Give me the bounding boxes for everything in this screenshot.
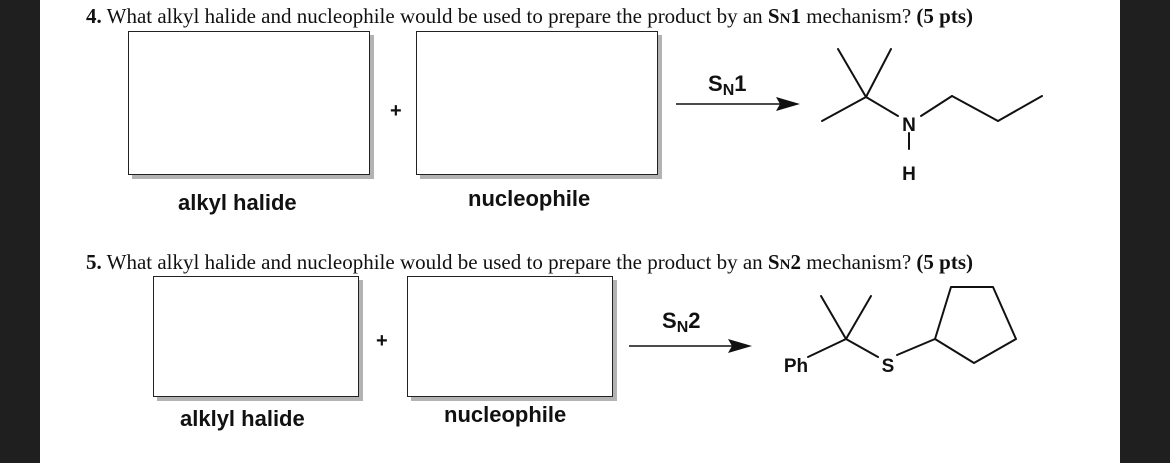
q5-sulfur-atom: S: [882, 356, 895, 377]
q4-arrow-condition: SN1: [708, 71, 747, 99]
question-5-mechanism: SN2: [767, 250, 801, 274]
q5-product-structure: [807, 286, 1017, 364]
q4-alkyl-halide-label: alkyl halide: [178, 190, 297, 215]
q4-nucleophile-label: nucleophile: [468, 186, 591, 211]
question-4-number: 4.: [86, 4, 102, 28]
q5-alkyl-halide-answer-box[interactable]: [153, 276, 359, 397]
q5-nucleophile-label: nucleophile: [444, 402, 567, 427]
q4-nitrogen-atom: N: [902, 115, 916, 136]
question-4-prompt: 4. What alkyl halide and nucleophile wou…: [86, 4, 973, 29]
question-5-number: 5.: [86, 250, 102, 274]
question-4-text-end: mechanism?: [806, 4, 912, 28]
worksheet-page: 4. What alkyl halide and nucleophile wou…: [40, 0, 1120, 463]
q4-hydrogen-atom: H: [902, 164, 916, 185]
question-4-mechanism: SN1: [767, 4, 801, 28]
question-5-prompt: 5. What alkyl halide and nucleophile wou…: [86, 250, 973, 275]
q4-alkyl-halide-answer-box[interactable]: [128, 31, 370, 175]
q5-nucleophile-answer-box[interactable]: [407, 276, 613, 397]
question-5-points: (5 pts): [916, 250, 974, 274]
q5-alkyl-halide-label: alklyl halide: [180, 406, 305, 431]
question-4-text: What alkyl halide and nucleophile would …: [106, 4, 763, 28]
q4-reaction-arrow: SN1: [676, 71, 800, 111]
q5-phenyl-group: Ph: [784, 356, 808, 377]
q5-plus-sign: +: [376, 330, 388, 352]
q4-product-structure: [821, 48, 1043, 150]
question-5-text-end: mechanism?: [806, 250, 912, 274]
q5-reaction-arrow: SN2: [629, 308, 752, 353]
question-4-points: (5 pts): [916, 4, 974, 28]
reaction-drawings: SN1 N H SN2 Ph: [629, 48, 1043, 377]
q5-arrow-condition: SN2: [662, 308, 701, 336]
q4-plus-sign: +: [390, 100, 402, 122]
q4-nucleophile-answer-box[interactable]: [416, 31, 658, 175]
question-5-text: What alkyl halide and nucleophile would …: [106, 250, 763, 274]
